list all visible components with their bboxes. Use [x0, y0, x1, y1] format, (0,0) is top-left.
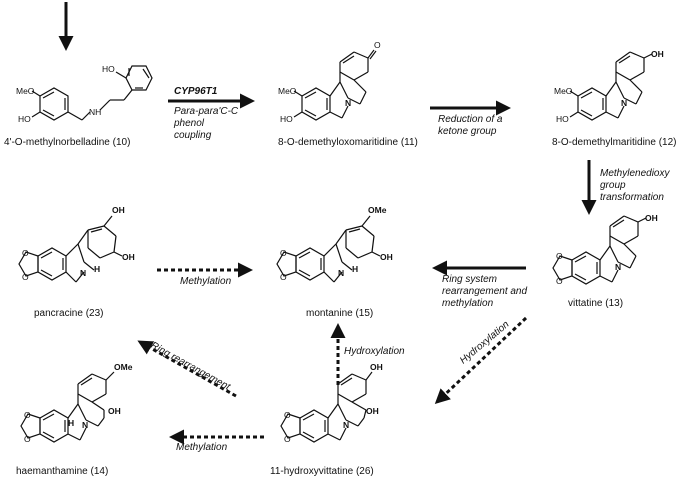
- atom-h-23: H: [94, 264, 100, 274]
- ring-system-line-3: methylation: [442, 298, 494, 309]
- atom-n-15: N: [338, 268, 344, 278]
- methylenedioxy-line-1: Methylenedioxy: [600, 168, 670, 179]
- coupling-line-1: Para-para'C-C: [174, 106, 239, 117]
- structure-11: [293, 49, 377, 121]
- compound-13-label: vittatine (13): [568, 298, 624, 309]
- atom-o-26b: O: [284, 434, 291, 444]
- atom-ome-14: OMe: [114, 362, 133, 372]
- atom-o-13a: O: [556, 251, 563, 261]
- compound-11-label: 8-O-demethyloxomaritidine (11): [278, 137, 418, 148]
- atom-meo-12: MeO: [554, 86, 573, 96]
- atom-o-23a: O: [22, 248, 29, 258]
- structure-12: [569, 51, 653, 121]
- atom-ho-12: HO: [556, 114, 569, 124]
- atom-nh-10: NH: [89, 107, 101, 117]
- structure-23: [18, 215, 123, 283]
- reduction-line-1: Reduction of a: [438, 114, 503, 125]
- methylation-top-label: Methylation: [180, 276, 232, 287]
- compound-26-label: 11-hydroxyvittatine (26): [270, 466, 374, 477]
- atom-oh-12: OH: [651, 49, 664, 59]
- compound-12-label: 8-O-demethylmaritidine (12): [552, 137, 677, 148]
- arrow-13-to-26: [434, 316, 528, 405]
- arrow-26-to-23: [137, 340, 237, 398]
- reduction-line-2: ketone group: [438, 126, 497, 137]
- compound-15-label: montanine (15): [306, 308, 374, 319]
- atom-o-23b: O: [22, 272, 29, 282]
- atom-o-15a: O: [280, 248, 287, 258]
- atom-ome-15: OMe: [368, 205, 387, 215]
- atom-h-14: H: [68, 418, 74, 428]
- atom-o-14a: O: [24, 410, 31, 420]
- atom-meo-11: MeO: [278, 86, 297, 96]
- atom-oh-26b: OH: [366, 406, 379, 416]
- atom-o-26a: O: [284, 410, 291, 420]
- compound-14-label: haemanthamine (14): [16, 466, 109, 477]
- methylation-bottom-label: Methylation: [176, 442, 228, 453]
- atom-n-13: N: [615, 262, 621, 272]
- atom-n-11: N: [345, 98, 351, 108]
- coupling-line-2: phenol: [174, 118, 205, 129]
- methylenedioxy-label: Methylenedioxy group transformation: [600, 168, 669, 204]
- atom-o-13b: O: [556, 276, 563, 286]
- atom-n-26: N: [343, 420, 349, 430]
- atom-oh-23a: OH: [112, 205, 125, 215]
- atom-meo-10: MeO: [16, 86, 35, 96]
- structure-15: [276, 215, 381, 283]
- structure-26: [280, 371, 373, 443]
- atom-oh-26a: OH: [370, 362, 383, 372]
- atom-ho-10b: HO: [102, 64, 115, 74]
- atom-n-14: N: [82, 420, 88, 430]
- atom-h-15: H: [352, 264, 358, 274]
- ring-system-line-2: rearrangement and: [442, 286, 528, 297]
- coupling-label: Para-para'C-C phenol coupling: [174, 106, 238, 142]
- enzyme-label: CYP96T1: [174, 86, 218, 97]
- atom-ho-11: HO: [280, 114, 293, 124]
- atom-oh-14: OH: [108, 406, 121, 416]
- atom-ho-10: HO: [18, 114, 31, 124]
- reduction-label: Reduction of a ketone group: [438, 114, 503, 138]
- compound-10-label: 4'-O-methylnorbelladine (10): [4, 137, 131, 148]
- atom-o-14b: O: [24, 434, 31, 444]
- atom-o-11: O: [374, 40, 381, 50]
- compound-23-label: pancracine (23): [34, 308, 104, 319]
- hydroxylation-up-label: Hydroxylation: [344, 346, 405, 357]
- structure-14: [20, 371, 115, 443]
- atom-n-12: N: [621, 98, 627, 108]
- structure-10: [31, 65, 153, 121]
- ring-system-line-1: Ring system: [442, 274, 498, 285]
- methylenedioxy-line-2: group: [600, 180, 626, 191]
- structure-13: [552, 215, 647, 285]
- atom-n-23: N: [80, 268, 86, 278]
- atom-o-15b: O: [280, 272, 287, 282]
- coupling-line-3: coupling: [174, 130, 212, 141]
- atom-oh-13: OH: [645, 213, 658, 223]
- atom-oh-15: OH: [380, 252, 393, 262]
- atom-oh-23b: OH: [122, 252, 135, 262]
- methylenedioxy-line-3: transformation: [600, 192, 664, 203]
- ring-system-label: Ring system rearrangement and methylatio…: [442, 274, 527, 310]
